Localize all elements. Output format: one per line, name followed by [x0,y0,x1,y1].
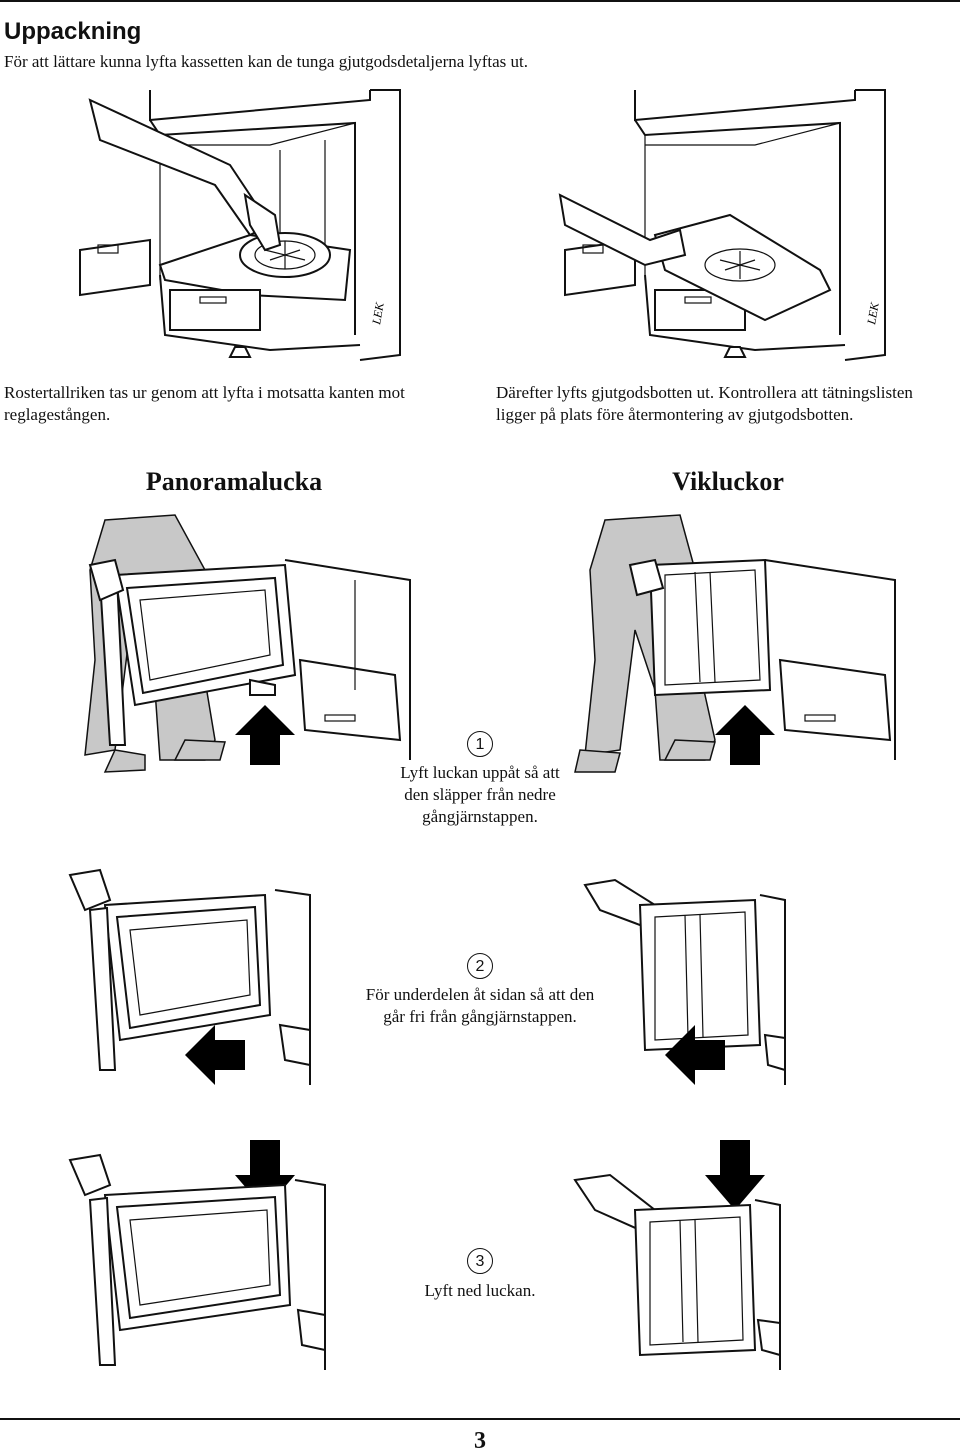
illustration-vikluckor-step3 [573,1140,781,1370]
page-number: 3 [474,1428,486,1454]
illustration-panorama-step2 [68,868,311,1085]
illustration-panorama-step1 [84,514,411,773]
step-2-line-1: För underdelen åt sidan så att den [365,985,595,1004]
step-1-line-3: gångjärnstappen. [422,807,538,826]
step-1-text: Lyft luckan uppåt så att den släpper frå… [360,762,600,828]
illustration-roster-plate: LEK [79,89,401,361]
illustration-panorama-step3 [68,1140,326,1370]
step-1-badge: 1 [467,731,493,757]
step-1-line-2: den släpper från nedre [404,785,556,804]
step-3-line-1: Lyft ned luckan. [424,1281,536,1300]
lek-label-right: LEK [864,300,882,326]
page-title: Uppackning [4,18,142,45]
bottom-rule [0,1418,960,1420]
step-2-text: För underdelen åt sidan så att den går f… [330,984,630,1028]
caption-bottom-line-1: Därefter lyfts gjutgodsbotten ut. Kontro… [496,383,913,402]
section-title-vikluckor: Vikluckor [672,467,784,496]
step-1-line-1: Lyft luckan uppåt så att [400,763,560,782]
caption-bottom-line-2: ligger på plats före återmontering av gj… [496,405,854,424]
illustration-vikluckor-step2 [583,878,786,1085]
caption-roster-plate: Rostertallriken tas ur genom att lyfta i… [4,382,405,426]
caption-cast-iron-bottom: Därefter lyfts gjutgodsbotten ut. Kontro… [496,382,913,426]
caption-roster-line-1: Rostertallriken tas ur genom att lyfta i… [4,383,405,402]
section-title-panorama: Panoramalucka [145,467,323,496]
step-3-text: Lyft ned luckan. [380,1280,580,1302]
step-2-badge: 2 [467,953,493,979]
step-2-line-2: går fri från gångjärnstappen. [383,1007,577,1026]
illustration-vikluckor-step1 [574,514,896,773]
illustration-cast-iron-bottom: LEK [558,89,886,361]
lek-label-left: LEK [369,300,387,326]
top-rule [0,0,960,2]
step-3-badge: 3 [467,1248,493,1274]
intro-text: För att lättare kunna lyfta kassetten ka… [4,52,529,71]
caption-roster-line-2: reglagestången. [4,405,111,424]
